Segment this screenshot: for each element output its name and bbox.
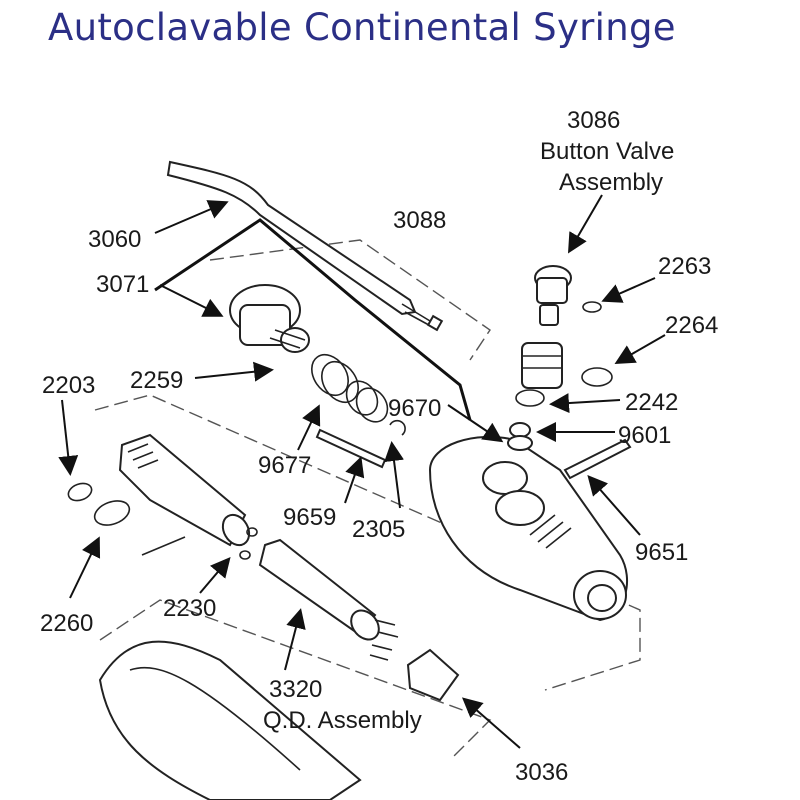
label-9651: 9651 xyxy=(635,539,688,566)
label-3060: 3060 xyxy=(88,226,141,253)
part-3036-cap xyxy=(406,648,460,702)
part-9670-clip xyxy=(389,419,406,436)
part-2260-oring xyxy=(93,500,131,526)
label-2305: 2305 xyxy=(352,516,405,543)
leader-lines xyxy=(58,194,666,749)
label-2264: 2264 xyxy=(665,312,718,339)
label-9677: 9677 xyxy=(258,452,311,479)
part-handle-connector xyxy=(118,433,251,547)
label-3320: 3320 xyxy=(269,676,322,703)
part-9677-springs xyxy=(311,353,389,423)
label-2230: 2230 xyxy=(163,595,216,622)
label-2242: 2242 xyxy=(625,389,678,416)
label-3086-line3: Assembly xyxy=(559,169,663,196)
part-3086-button-valve xyxy=(534,265,572,326)
part-2263-oring xyxy=(582,301,602,313)
label-2259: 2259 xyxy=(130,367,183,394)
label-3320-line2: Q.D. Assembly xyxy=(263,707,422,734)
part-2230-orings xyxy=(239,527,258,560)
part-main-body xyxy=(428,435,629,622)
part-3320-qd-assembly xyxy=(258,538,399,661)
part-2203-oring xyxy=(67,482,93,502)
assembly-frames xyxy=(94,239,641,761)
label-9670: 9670 xyxy=(388,395,441,422)
part-9651-pin xyxy=(563,438,632,480)
label-2203: 2203 xyxy=(42,372,95,399)
part-3060-tube xyxy=(166,160,444,332)
part-2264-oring xyxy=(581,367,613,387)
part-2242-washer xyxy=(515,389,545,407)
part-2264-cartridge xyxy=(521,342,563,389)
part-3088-bracket xyxy=(154,218,472,421)
label-3071: 3071 xyxy=(96,271,149,298)
label-9601: 9601 xyxy=(618,422,671,449)
part-3071-valve xyxy=(229,284,310,353)
part-small-pin xyxy=(141,536,186,556)
part-9659-pin xyxy=(315,428,387,469)
label-3088: 3088 xyxy=(393,207,446,234)
label-2260: 2260 xyxy=(40,610,93,637)
label-3086-line2: Button Valve xyxy=(540,138,674,165)
part-labels: 3086 Button Valve Assembly 2263 2264 224… xyxy=(40,107,718,786)
part-handle-sleeve xyxy=(98,640,362,800)
label-3036: 3036 xyxy=(515,759,568,786)
diagram-title: Autoclavable Continental Syringe xyxy=(48,6,676,49)
label-9659: 9659 xyxy=(283,504,336,531)
label-2263: 2263 xyxy=(658,253,711,280)
label-3086: 3086 xyxy=(567,107,620,134)
part-9601-seal xyxy=(507,422,533,451)
